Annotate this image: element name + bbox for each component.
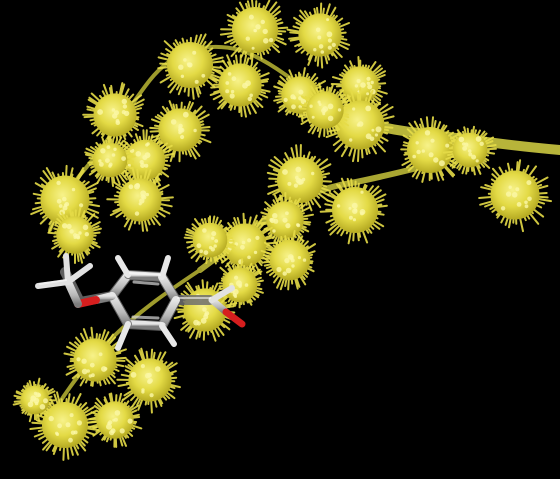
mimosa-puff	[214, 212, 278, 276]
mimosa-puff	[86, 392, 143, 448]
mimosa-puff	[266, 144, 333, 216]
benzene-ring	[108, 271, 180, 330]
mimosa-puff	[286, 2, 351, 69]
mimosa-puff	[209, 54, 271, 118]
mimosa-puff	[106, 166, 174, 232]
mimosa-puff	[82, 82, 145, 144]
aldehyde-group	[172, 285, 246, 328]
mimosa-puff	[149, 100, 212, 163]
mimosa-puff	[157, 33, 225, 100]
mimosa-puff	[219, 0, 289, 66]
mimosa-puff	[216, 258, 264, 309]
methoxy-group	[35, 253, 116, 308]
mimosa-puff	[47, 206, 102, 264]
mimosa-puff	[324, 87, 395, 163]
mimosa-puff	[114, 129, 175, 189]
mimosa-puff	[257, 192, 314, 248]
mimosa-puff	[260, 230, 316, 291]
mimosa-puff	[84, 136, 136, 187]
molecule-model	[35, 253, 246, 351]
mimosa-puff	[442, 125, 497, 176]
mimosa-puff	[116, 347, 181, 414]
mimosa-flower-cluster	[12, 0, 552, 461]
mimosa-puff	[478, 159, 552, 233]
mimosa-puff	[400, 116, 463, 183]
mimosa-puff	[29, 391, 101, 461]
mimosa-puff	[183, 215, 237, 265]
ring-hydrogens	[115, 255, 177, 351]
mimosa-puff	[12, 377, 56, 423]
mimosa-puff	[297, 82, 353, 138]
mimosa-puff	[63, 326, 127, 387]
mimosa-puff	[319, 177, 388, 245]
mimosa-puff	[30, 164, 101, 238]
